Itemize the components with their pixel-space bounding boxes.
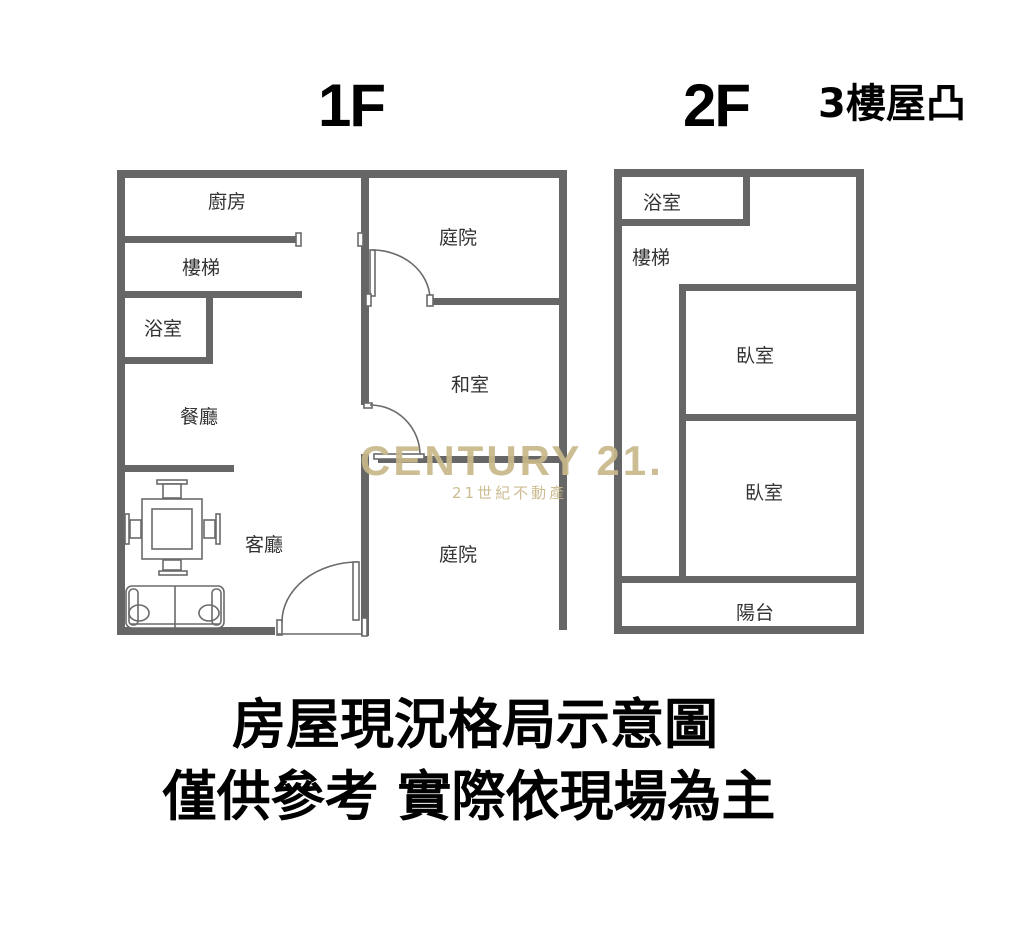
wall [378,456,567,463]
bedroom-1-label: 臥室 [736,345,774,367]
century21-subtitle: 21世紀不動產 [452,484,568,502]
floor-2-stairs-label: 樓梯 [632,247,670,269]
floor-2-title: 2F [683,72,751,139]
wall [117,465,234,472]
sofa-icon [125,585,225,629]
wall [614,169,622,634]
floor-3-note: 3樓屋凸 [818,81,966,127]
living-room-label: 客廳 [245,534,283,556]
kitchen-label: 廚房 [208,190,246,213]
balcony-label: 陽台 [736,602,774,624]
japanese-room-door[interactable] [363,402,425,460]
wall [614,219,750,226]
dining-table-icon [124,479,221,576]
wall [361,248,369,405]
wall [117,236,297,243]
courtyard-bottom-label: 庭院 [439,544,477,566]
caption-line-2: 僅供參考 實際依現場為主 [162,765,776,828]
floor-1-plan: 廚房 樓梯 浴室 餐廳 客廳 庭院 和室 庭院 [117,170,567,637]
wall [614,626,864,634]
wall [117,357,213,364]
wall [361,454,369,636]
wall [206,291,213,363]
wall [117,170,125,635]
century21-logo: CENTURY 21. [360,437,664,484]
wall [614,576,864,583]
bathroom-label: 浴室 [144,318,182,340]
japanese-room-label: 和室 [451,374,489,396]
wall [614,169,864,177]
wall [117,170,567,178]
wall [679,414,864,421]
door-stop [295,232,302,247]
caption-line-1: 房屋現況格局示意圖 [232,693,718,756]
wall [856,169,864,634]
courtyard-top-label: 庭院 [439,227,477,249]
wall [361,170,369,250]
wall [432,298,567,305]
wall [679,284,686,580]
dining-room-label: 餐廳 [180,406,218,428]
courtyard-door[interactable] [357,232,434,307]
floor-1-title: 1F [318,72,386,139]
floor-2-bathroom-label: 浴室 [643,192,681,214]
wall [117,627,275,635]
wall [743,169,750,226]
main-entrance-door[interactable] [276,561,368,637]
bedroom-2-label: 臥室 [745,482,783,504]
wall [679,284,864,291]
stairs-label: 樓梯 [182,257,220,279]
floor-2-plan: 浴室 樓梯 臥室 臥室 陽台 [614,169,864,634]
wall [559,170,567,630]
